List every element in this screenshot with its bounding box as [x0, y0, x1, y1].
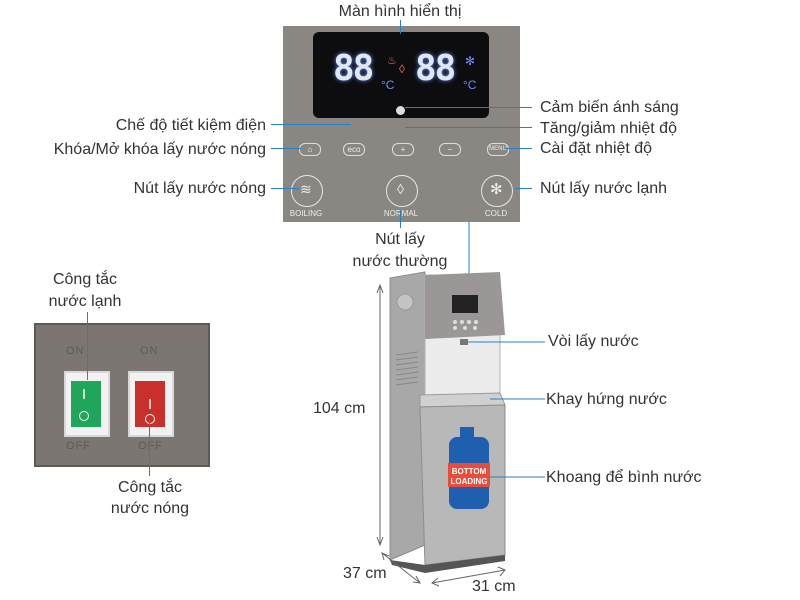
dispenser-side [389, 271, 426, 561]
water-bottle-icon [448, 427, 490, 509]
hot-switch-rocker [135, 381, 165, 427]
dispenser-illustration: BOTTOM LOADING [376, 222, 545, 587]
cold-caption: COLD [484, 209, 508, 218]
cold-water-switch[interactable] [64, 371, 110, 437]
lock-icon: ⌂ [307, 145, 313, 154]
label-cold-switch-1: Công tắc [52, 271, 118, 288]
water-drop-icon: ◊ [397, 181, 404, 197]
label-hot-lock: Khóa/Mở khóa lấy nước nóng [53, 141, 266, 158]
label-temp-adjust: Tăng/giảm nhiệt độ [540, 120, 677, 137]
on-label-right: ON [140, 345, 159, 357]
heat-icon: ♨ [387, 55, 397, 67]
label-temp-setting: Cài đặt nhiệt độ [540, 140, 653, 157]
vent-grille [395, 351, 419, 386]
faucet-nozzle [460, 339, 468, 345]
width-dimension [431, 566, 506, 587]
hot-water-switch[interactable] [128, 371, 174, 437]
boiling-button[interactable]: ≋ [291, 175, 323, 207]
label-normal-button-2: nước thường [352, 253, 448, 270]
switch-panel: ON ON OFF OFF [34, 323, 210, 467]
label-hot-switch-2: nước nóng [110, 500, 190, 517]
side-badge [396, 293, 414, 311]
hot-leader [271, 188, 299, 189]
plus-button[interactable]: + [392, 143, 414, 156]
bottle-text-1: BOTTOM [452, 467, 487, 476]
display-right-digits: 88 [415, 48, 456, 89]
label-hot-button: Nút lấy nước nóng [133, 180, 266, 197]
normal-leader [400, 210, 401, 228]
off-mark [145, 414, 155, 424]
drop-icon: ◊ [399, 62, 405, 76]
label-light-sensor: Cảm biến ánh sáng [540, 99, 679, 116]
label-drip-tray: Khay hứng nước [546, 391, 667, 408]
on-label-left: ON [66, 345, 85, 357]
dispenser-base [390, 555, 505, 573]
label-hot-switch-1: Công tắc [117, 479, 183, 496]
boiling-caption: BOILING [289, 209, 323, 218]
display-screen: 88 °C 88 °C ♨ ◊ ✻ [313, 32, 489, 118]
menu-button[interactable]: MENU [487, 143, 509, 156]
off-label-right: OFF [138, 440, 163, 452]
steam-icon: ≋ [300, 181, 312, 197]
hot-lock-button[interactable]: ⌂ [299, 143, 321, 156]
hot-switch-leader [149, 420, 150, 476]
label-display: Màn hình hiển thị [338, 3, 462, 20]
on-mark [149, 399, 151, 409]
cold-switch-leader [87, 312, 88, 380]
light-sensor [396, 106, 405, 115]
label-eco-mode: Chế độ tiết kiệm điện [115, 117, 266, 134]
label-cold-switch-2: nước lạnh [48, 293, 122, 310]
unit-right: °C [463, 78, 477, 92]
eco-leader [271, 124, 351, 125]
label-normal-button-1: Nút lấy [375, 231, 425, 248]
snowflake-icon: ✻ [490, 181, 503, 198]
sensor-leader [405, 107, 532, 108]
control-panel: 88 °C 88 °C ♨ ◊ ✻ ⌂ eco + − MENU ≋ BOILI… [283, 26, 520, 222]
minus-button[interactable]: − [439, 143, 461, 156]
height-dimension [376, 283, 384, 547]
eco-button[interactable]: eco [343, 143, 365, 156]
temp-setting-leader [505, 148, 532, 149]
label-faucet: Vòi lấy nước [548, 333, 639, 350]
cold-leader [515, 188, 532, 189]
label-depth: 37 cm [343, 565, 387, 582]
mini-display [452, 295, 478, 313]
depth-dimension [381, 552, 421, 584]
display-leader [400, 20, 401, 34]
mini-buttons [453, 320, 478, 330]
snowflake-icon: ✻ [465, 54, 476, 68]
normal-button[interactable]: ◊ [386, 175, 418, 207]
display-left-digits: 88 [333, 48, 374, 89]
temp-adjust-leader [405, 127, 532, 128]
bottle-text-2: LOADING [451, 477, 488, 486]
label-bottle-compartment: Khoang để bình nước [546, 469, 702, 486]
lock-leader [271, 148, 301, 149]
cold-switch-rocker [71, 381, 101, 427]
label-cold-button: Nút lấy nước lạnh [540, 180, 668, 197]
label-height: 104 cm [313, 400, 366, 417]
unit-left: °C [381, 78, 395, 92]
off-mark [79, 411, 89, 421]
on-mark [83, 389, 85, 399]
label-width: 31 cm [472, 578, 516, 595]
off-label-left: OFF [66, 440, 91, 452]
cold-button[interactable]: ✻ [481, 175, 513, 207]
